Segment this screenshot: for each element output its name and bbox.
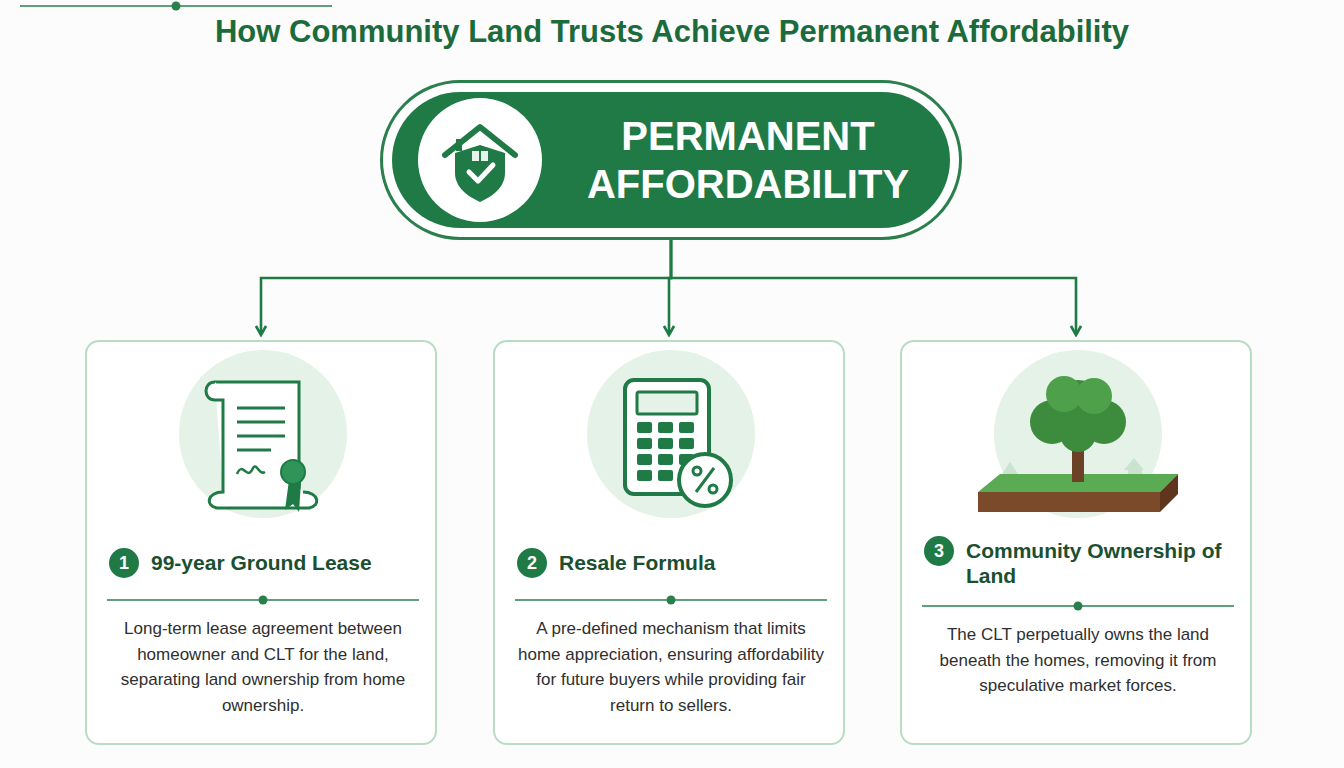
card-description: Long-term lease agreement between homeow… bbox=[109, 616, 417, 718]
mechanism-card: Community Ownership of Land The CLT perp… bbox=[900, 340, 1252, 745]
goal-text: PERMANENT AFFORDABILITY bbox=[568, 112, 928, 208]
mechanism-card: Resale Formula A pre-defined mechanism t… bbox=[493, 340, 845, 745]
divider-line bbox=[902, 600, 1254, 612]
card-description: The CLT perpetually owns the land beneat… bbox=[924, 622, 1232, 699]
diagram-title: How Community Land Trusts Achieve Perman… bbox=[0, 14, 1344, 50]
branch-arrow bbox=[671, 240, 1076, 334]
house-shield-icon bbox=[383, 83, 583, 243]
card-heading: 99-year Ground Lease bbox=[151, 550, 419, 575]
mechanism-card: 99-year Ground Lease Long-term lease agr… bbox=[85, 340, 437, 745]
lease-scroll-icon bbox=[87, 342, 439, 532]
divider-line bbox=[87, 594, 439, 606]
tree-on-land-icon bbox=[902, 342, 1254, 532]
callout-number: 2 bbox=[517, 548, 547, 578]
card-description: A pre-defined mechanism that limits home… bbox=[517, 616, 825, 718]
number-text: 2 bbox=[527, 553, 537, 574]
divider-line bbox=[495, 594, 847, 606]
goal-pill: PERMANENT AFFORDABILITY bbox=[380, 80, 962, 240]
calculator-icon bbox=[495, 342, 847, 532]
branch-arrow bbox=[261, 240, 671, 334]
callout-number: 1 bbox=[109, 548, 139, 578]
callout-number: 3 bbox=[924, 536, 954, 566]
card-heading: Resale Formula bbox=[559, 550, 827, 575]
card-heading: Community Ownership of Land bbox=[966, 538, 1234, 588]
divider-line bbox=[0, 0, 352, 12]
number-text: 1 bbox=[119, 553, 129, 574]
number-text: 3 bbox=[934, 541, 944, 562]
